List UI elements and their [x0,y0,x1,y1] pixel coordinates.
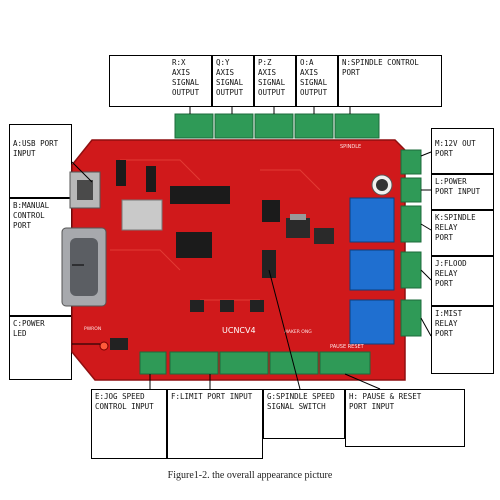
spindle-control-label: N:SPINDLE CONTROL PORT [338,55,442,107]
board-model-text: UCNCV4 [222,326,256,335]
mist-relay-label: I:MIST RELAY PORT [431,306,494,374]
jog-speed-label: E:JOG SPEED CONTROL INPUT [91,389,167,459]
right-terminal-blocks [400,149,422,337]
relays [349,197,395,345]
spindle-relay-label: K:SPINDLE RELAY PORT [431,210,494,256]
board-maker-text: MAKER ONG [284,329,312,335]
power-port-label: L:POWER PORT INPUT [431,174,494,210]
speed-switch-label: G:SPINDLE SPEED SIGNAL SWITCH [263,389,345,439]
power-led-label: C:POWER LED [9,316,72,380]
bottom-terminal-blocks [139,351,371,375]
flood-relay-label: J:FLOOD RELAY PORT [431,256,494,306]
figure-caption: Figure1-2. the overall appearance pictur… [167,470,333,481]
usb-port-label: A:USB PORT INPUT [9,124,72,198]
y-axis-label: Q:Y AXIS SIGNAL OUTPUT [212,55,254,107]
speed-switch [262,250,276,278]
limit-port-label: F:LIMIT PORT INPUT [167,389,263,459]
pause-reset-label: H: PAUSE & RESET PORT INPUT [345,389,465,447]
x-axis-label: R:X AXIS SIGNAL OUTPUT [109,55,212,107]
board-pause-text: PAUSE RESET [330,344,365,350]
isolation-module [121,199,163,231]
board-spindle-text: SPINDLE [340,144,361,150]
z-axis-label: P:Z AXIS SIGNAL OUTPUT [254,55,296,107]
board-led-text: PWRON [84,326,101,332]
12v-out-label: M:12V OUT PORT [431,128,494,174]
top-terminal-blocks [174,113,380,139]
a-axis-label: O:A AXIS SIGNAL OUTPUT [296,55,338,107]
